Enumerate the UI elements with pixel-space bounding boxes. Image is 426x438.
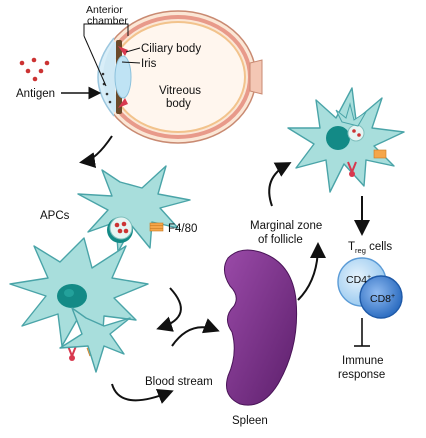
spleen-to-marginal-arrow bbox=[297, 242, 326, 301]
anterior-chamber-bracket bbox=[83, 23, 129, 87]
chamber-dot bbox=[108, 100, 112, 104]
label-anterior-1: Anterior bbox=[86, 4, 123, 16]
iris-pointer bbox=[121, 61, 141, 64]
ciliary-pointer bbox=[125, 47, 141, 53]
chamber-dot bbox=[101, 72, 105, 76]
label-vitreous-2: body bbox=[166, 98, 191, 110]
apc-cell-upper bbox=[77, 165, 191, 253]
apc-right-vesicle bbox=[347, 124, 365, 142]
f480-marker bbox=[149, 222, 164, 232]
antigen-dot bbox=[32, 76, 38, 82]
mhc-antigen-marker bbox=[67, 345, 77, 361]
label-apcs: APCs bbox=[40, 210, 70, 222]
label-ciliary-body: Ciliary body bbox=[141, 43, 201, 55]
label-antigen: Antigen bbox=[16, 88, 55, 100]
label-cd4: CD4+ bbox=[346, 274, 371, 286]
antigen-dots bbox=[19, 57, 50, 82]
apc-right-mhc bbox=[347, 161, 357, 177]
apc-cycle-arrow bbox=[156, 287, 182, 332]
label-f480: F4/80 bbox=[168, 223, 197, 235]
blood-to-spleen-arrow bbox=[171, 318, 220, 347]
marginal-to-apc-arrow bbox=[268, 162, 292, 207]
antigen-dot bbox=[19, 60, 25, 66]
optic-nerve bbox=[249, 59, 263, 95]
treg-cells: CD4+ CD8+ bbox=[337, 257, 403, 319]
label-cd8: CD8+ bbox=[370, 293, 395, 305]
spleen bbox=[224, 249, 298, 406]
cd8-cell bbox=[359, 275, 403, 319]
apc-right-nucleus bbox=[326, 126, 350, 150]
label-treg: Treg cells bbox=[348, 241, 392, 255]
antigen-dot bbox=[44, 60, 50, 66]
apc-cell-bottom bbox=[59, 307, 131, 373]
antigen-dot bbox=[38, 68, 44, 74]
eye bbox=[97, 10, 263, 144]
label-vitreous-1: Vitreous bbox=[159, 85, 201, 97]
lens bbox=[114, 55, 132, 99]
ciliary-body bbox=[118, 46, 128, 56]
apc-right bbox=[287, 87, 405, 193]
ciliary-body-lower bbox=[118, 98, 128, 108]
apc-to-blood-arrow bbox=[111, 383, 174, 404]
apc-vesicle-antigen bbox=[114, 221, 129, 234]
apc-vesicle bbox=[109, 216, 133, 240]
label-iris: Iris bbox=[141, 58, 157, 70]
antigen-dot bbox=[25, 68, 31, 74]
label-immune-2: response bbox=[338, 369, 385, 381]
apc-right-f480 bbox=[373, 149, 387, 159]
label-spleen: Spleen bbox=[232, 415, 268, 427]
label-marginal-1: Marginal zone bbox=[250, 220, 322, 232]
label-immune-1: Immune bbox=[342, 355, 384, 367]
eye-to-apc-arrow bbox=[79, 135, 113, 169]
apc-cluster: F4/80 bbox=[9, 165, 197, 373]
label-marginal-2: of follicle bbox=[258, 234, 303, 246]
apc-cell-small-right bbox=[335, 102, 367, 127]
label-anterior-2: chamber bbox=[87, 15, 128, 27]
antigen-dot bbox=[31, 57, 37, 63]
label-blood-stream: Blood stream bbox=[145, 376, 213, 388]
chamber-dot bbox=[105, 92, 109, 96]
